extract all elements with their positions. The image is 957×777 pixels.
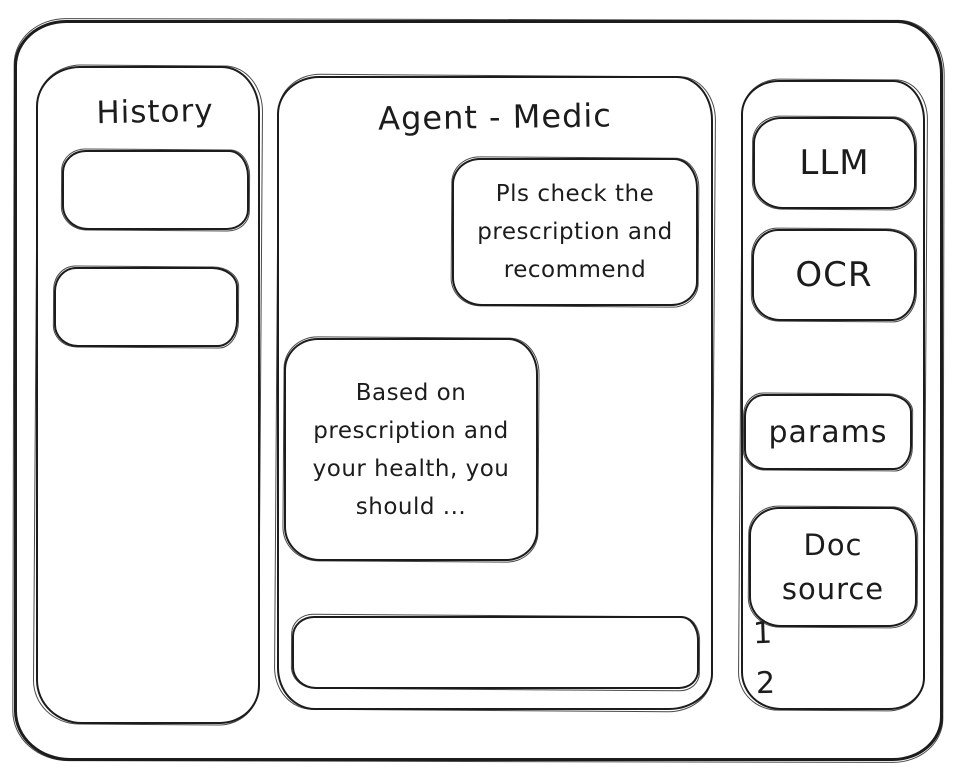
doc-source-button-label: Doc source: [781, 528, 885, 606]
assistant-message-text: Based on prescription and your health, y…: [312, 379, 510, 520]
doc-source-item-2[interactable]: 2: [755, 665, 776, 702]
doc-source-item-1[interactable]: 1: [752, 615, 773, 652]
llm-button-label: LLM: [799, 143, 870, 183]
params-button[interactable]: params: [744, 394, 912, 470]
user-message-bubble: Pls check the prescription and recommend: [452, 158, 698, 306]
tools-panel: [741, 80, 925, 710]
doc-source-button[interactable]: Doc source: [749, 507, 917, 627]
params-button-label: params: [768, 414, 888, 450]
app-frame: [14, 20, 943, 761]
ocr-button[interactable]: OCR: [752, 229, 916, 321]
history-panel: [36, 66, 260, 724]
assistant-message-bubble: Based on prescription and your health, y…: [284, 338, 538, 561]
message-input-bar[interactable]: [292, 616, 699, 689]
ocr-button-label: OCR: [795, 255, 873, 295]
history-item[interactable]: [62, 150, 249, 230]
chat-title: Agent - Medic: [377, 96, 613, 138]
user-message-text: Pls check the prescription and recommend: [477, 181, 673, 283]
message-input[interactable]: [304, 622, 687, 683]
history-item[interactable]: [54, 267, 238, 347]
llm-button[interactable]: LLM: [753, 117, 916, 209]
history-title: History: [95, 92, 215, 132]
chat-panel: [277, 76, 713, 710]
